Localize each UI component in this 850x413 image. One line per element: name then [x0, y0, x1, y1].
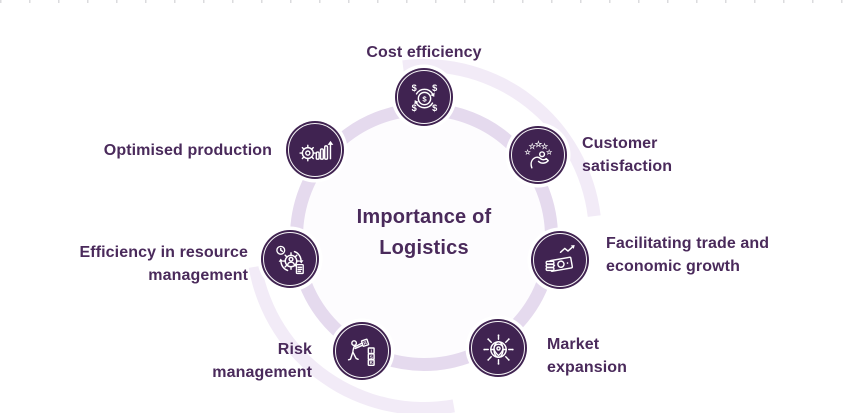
globe-pin-network-icon [469, 319, 527, 377]
title-line-2: Logistics [379, 237, 469, 259]
svg-text:☆: ☆ [545, 148, 553, 156]
gear-person-clock-arrows-icon [261, 230, 319, 288]
svg-text:$: $ [432, 102, 437, 112]
label-line: management [212, 364, 312, 381]
gear-bar-chart-icon [286, 121, 344, 179]
node-optimised-production [286, 121, 344, 179]
diagram-title: Importance of Logistics [357, 202, 492, 264]
svg-text:☆: ☆ [534, 138, 543, 148]
svg-text:R: R [362, 339, 367, 345]
label-line: management [148, 267, 248, 284]
top-ruler-ticks [0, 0, 850, 3]
svg-text:I: I [370, 348, 371, 353]
svg-text:S: S [369, 354, 372, 359]
label-line: Risk [277, 341, 312, 358]
node-risk-management: R I S K [333, 322, 391, 380]
label-risk-management: Risk management [212, 338, 312, 384]
node-efficiency-resource-management [261, 230, 319, 288]
svg-text:$: $ [432, 82, 437, 92]
node-customer-satisfaction: ☆ ☆ ☆ ☆ ☆ [509, 126, 567, 184]
svg-text:K: K [369, 360, 373, 365]
svg-text:☆: ☆ [539, 141, 548, 150]
label-market-expansion: Market expansion [547, 333, 627, 379]
label-line: Optimised production [103, 142, 272, 159]
risk-blocks-icon: R I S K [333, 322, 391, 380]
svg-text:$: $ [411, 82, 416, 92]
label-line: Market [547, 336, 600, 353]
label-line: satisfaction [582, 158, 673, 175]
label-line: Customer [582, 135, 658, 152]
svg-text:☆: ☆ [527, 141, 536, 150]
money-growth-icon [531, 231, 589, 289]
title-line-1: Importance of [356, 206, 492, 228]
label-line: Efficiency in resource [79, 244, 248, 261]
label-efficiency-resource-management: Efficiency in resource management [80, 241, 249, 287]
stars-hand-icon: ☆ ☆ ☆ ☆ ☆ [509, 126, 567, 184]
label-line: Cost efficiency [366, 44, 482, 61]
label-facilitating-trade: Facilitating trade and economic growth [606, 232, 769, 278]
node-cost-efficiency: $ $ $ $ $ [395, 68, 453, 126]
svg-text:$: $ [422, 94, 427, 103]
node-facilitating-trade [531, 231, 589, 289]
dollar-exchange-icon: $ $ $ $ $ [395, 68, 453, 126]
label-optimised-production: Optimised production [104, 139, 272, 162]
label-line: economic growth [606, 258, 740, 275]
svg-text:☆: ☆ [523, 148, 531, 156]
node-market-expansion [469, 319, 527, 377]
label-line: Facilitating trade and [606, 235, 770, 252]
svg-text:$: $ [411, 102, 416, 112]
label-line: expansion [547, 359, 628, 376]
label-cost-efficiency: Cost efficiency [366, 41, 481, 64]
label-customer-satisfaction: Customer satisfaction [582, 132, 672, 178]
